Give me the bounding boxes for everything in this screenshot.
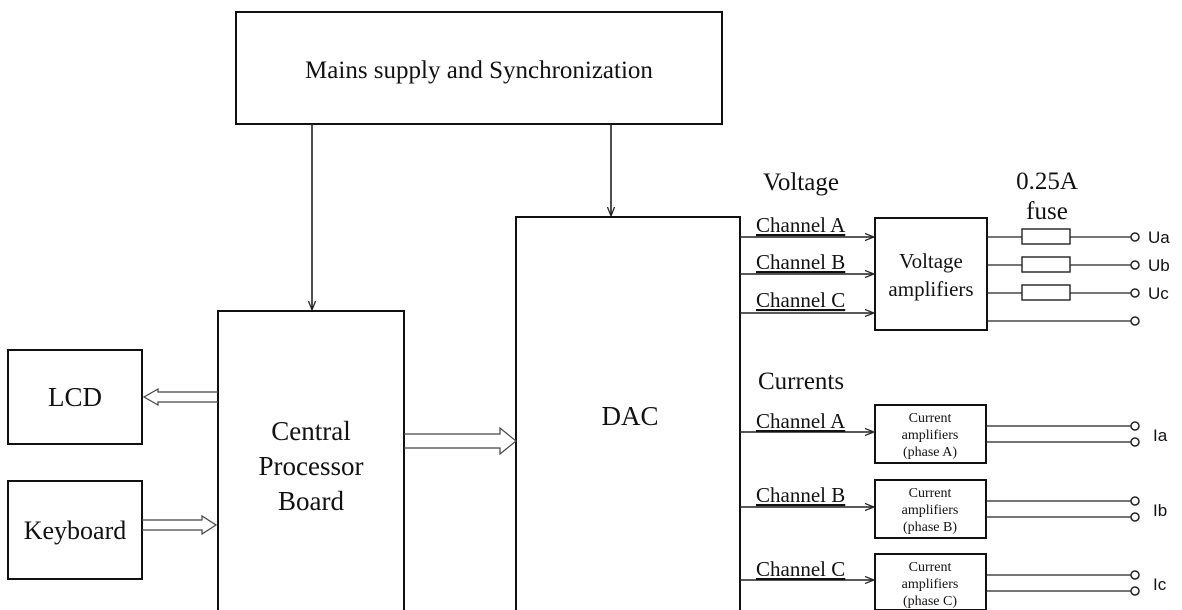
current-channel-a-label: Channel A — [756, 409, 846, 433]
ua-terminal — [1130, 232, 1140, 242]
cpu-board-block: Central Processor Board — [217, 310, 405, 610]
ub-terminal — [1130, 260, 1140, 270]
ua-fuse — [1021, 228, 1071, 245]
ua-label: Ua — [1148, 228, 1170, 247]
cpu-label-line1: Central — [271, 416, 350, 446]
current-amplifier-c-block: Current amplifiers (phase C) Ic — [874, 553, 1167, 610]
cpu-to-dac-bus-arrow — [404, 426, 517, 456]
ub-label: Ub — [1148, 256, 1170, 275]
voltage-channel-b-label: Channel B — [756, 250, 845, 274]
lcd-block: LCD — [7, 349, 143, 445]
ia-terminal-2 — [1130, 437, 1140, 447]
uc-label: Uc — [1148, 284, 1169, 303]
voltage-channel-c-label: Channel C — [756, 288, 845, 312]
current-channel-b-label: Channel B — [756, 483, 845, 507]
keyboard-block: Keyboard — [7, 480, 143, 580]
keyboard-box — [7, 480, 143, 580]
ub-fuse — [1021, 256, 1071, 273]
current-amp-c-line2: amplifiers — [902, 577, 959, 592]
voltage-section-label: Voltage — [763, 169, 839, 196]
current-amplifier-a-box — [874, 404, 987, 464]
mains-supply-label: Mains supply and Synchronization — [305, 57, 653, 84]
current-amplifier-c-box — [874, 553, 987, 610]
lcd-label: LCD — [48, 382, 102, 412]
cpu-to-lcd-bus-arrow — [142, 387, 218, 407]
current-amp-a-line1: Current — [909, 411, 952, 426]
ib-terminal-2 — [1130, 512, 1140, 522]
ic-terminal-2 — [1130, 586, 1140, 596]
uc-fuse — [1021, 284, 1071, 301]
current-amp-c-phase: (phase C) — [903, 594, 957, 609]
keyboard-to-cpu-bus-arrow — [142, 514, 218, 536]
current-channel-c-label: Channel C — [756, 557, 845, 581]
voltage-outputs: Ua Ub Uc — [987, 228, 1170, 326]
voltage-channel-a-label: Channel A — [756, 213, 846, 237]
current-amp-b-phase: (phase B) — [903, 520, 957, 535]
mains-supply-block: Mains supply and Synchronization — [235, 11, 723, 125]
current-amplifier-a-block: Current amplifiers (phase A) Ia — [874, 404, 1168, 464]
voltage-amplifiers-box — [874, 217, 988, 331]
dac-block: DAC — [515, 216, 741, 610]
cpu-label-line2: Processor — [259, 451, 364, 481]
voltage-amp-label-line1: Voltage — [899, 249, 963, 273]
ic-terminal-1 — [1130, 570, 1140, 580]
lcd-box — [7, 349, 143, 445]
uc-terminal — [1130, 288, 1140, 298]
dac-label: DAC — [601, 401, 658, 431]
cpu-label-line3: Board — [278, 486, 344, 516]
current-amp-c-line1: Current — [909, 560, 952, 575]
ib-label: Ib — [1153, 501, 1167, 520]
currents-section-label: Currents — [758, 368, 844, 395]
current-amp-b-line1: Current — [909, 486, 952, 501]
keyboard-label: Keyboard — [24, 516, 127, 545]
current-amplifier-b-block: Current amplifiers (phase B) Ib — [874, 479, 1167, 539]
mains-supply-box — [235, 11, 723, 125]
fuse-rating-label: 0.25A — [1016, 168, 1078, 195]
voltage-amp-label-line2: amplifiers — [888, 277, 973, 301]
current-amp-a-phase: (phase A) — [903, 445, 957, 460]
current-channels: Channel A Channel B Channel C — [740, 409, 873, 581]
ia-label: Ia — [1153, 426, 1168, 445]
current-amp-b-line2: amplifiers — [902, 503, 959, 518]
ib-terminal-1 — [1130, 496, 1140, 506]
fuse-label: fuse — [1026, 198, 1068, 225]
dac-box — [515, 216, 741, 610]
current-amp-a-line2: amplifiers — [902, 428, 959, 443]
ia-terminal-1 — [1130, 421, 1140, 431]
voltage-channels: Channel A Channel B Channel C — [740, 213, 873, 313]
cpu-board-box — [217, 310, 405, 610]
neutral-terminal — [1130, 316, 1140, 326]
voltage-amplifiers-block: Voltage amplifiers — [874, 217, 988, 331]
ic-label: Ic — [1153, 575, 1167, 594]
current-amplifier-b-box — [874, 479, 987, 539]
